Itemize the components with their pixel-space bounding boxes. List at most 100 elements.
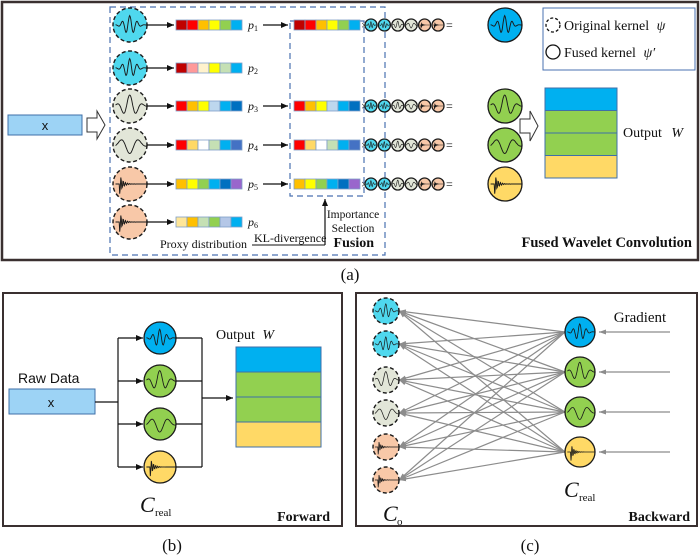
gradient-connection xyxy=(398,444,566,453)
kernel-circle xyxy=(143,364,177,398)
fused-kernel-icon xyxy=(487,127,523,163)
bar-cell xyxy=(293,19,306,31)
bar-cell xyxy=(208,100,221,112)
bar-cell xyxy=(315,178,328,190)
mini-kernel-icon xyxy=(431,99,445,113)
bar-cell xyxy=(326,139,339,151)
legend-original-symbol: ψ xyxy=(657,19,666,34)
bar-cell xyxy=(208,62,221,74)
mini-kernel-icon xyxy=(404,99,418,113)
wavelet-curve xyxy=(379,102,391,110)
wavelet-curve xyxy=(379,141,391,149)
output-layer xyxy=(235,396,322,423)
wavelet-curve xyxy=(419,142,431,149)
bar-cell xyxy=(219,62,232,74)
wavelet-curve xyxy=(146,418,177,433)
output-symbol: W xyxy=(671,126,684,141)
output-layer xyxy=(235,346,322,373)
gradient-connection xyxy=(398,331,566,481)
wavelet-curve xyxy=(115,94,148,114)
panel-c: Gradient C o C real Backward xyxy=(355,292,698,528)
creal-kernel-icon xyxy=(564,316,596,348)
raw-data-label: Raw Data xyxy=(18,370,80,386)
proxy-bar xyxy=(175,62,243,74)
bar-cell xyxy=(337,100,350,112)
mini-kernel-icon xyxy=(404,18,418,32)
bar-cell xyxy=(304,19,317,31)
gradient-connection xyxy=(398,371,566,383)
bar-cell xyxy=(348,178,361,190)
bar-cell xyxy=(175,62,188,74)
kernel-circle xyxy=(487,88,523,124)
raw-data-x-label: x xyxy=(48,395,55,410)
proxy-distribution-label: Proxy distribution xyxy=(160,237,247,251)
legend-box xyxy=(542,7,696,71)
output-layer xyxy=(544,132,618,156)
real-kernel-icon xyxy=(143,450,177,484)
wavelet-curve xyxy=(374,303,399,318)
wavelet-curve xyxy=(419,181,431,188)
real-kernel-icon xyxy=(143,364,177,398)
bar-cell xyxy=(337,139,350,151)
selected-bar xyxy=(293,19,361,31)
output-w-stack xyxy=(544,87,618,179)
co-sub: o xyxy=(397,516,403,528)
mini-kernel-icon xyxy=(364,18,378,32)
wavelet-curve xyxy=(365,102,377,110)
output-layer xyxy=(544,87,618,111)
gradient-connection xyxy=(398,331,566,381)
wavelet-curve xyxy=(432,103,444,110)
legend-original-kernel-icon xyxy=(545,17,561,33)
gradient-connection xyxy=(398,451,566,482)
bar-cell xyxy=(326,19,339,31)
importance-label-2: Selection xyxy=(332,223,375,235)
wavelet-curve xyxy=(379,21,391,29)
gradient-connection xyxy=(398,410,566,416)
b-output-w-stack xyxy=(235,346,322,448)
bar-cell xyxy=(186,178,199,190)
wavelet-curve xyxy=(374,371,400,386)
proxy-label-sub: 5 xyxy=(254,183,258,192)
fusion-box xyxy=(109,6,386,256)
gradient-connection xyxy=(398,331,566,414)
mini-kernel-icon xyxy=(417,99,432,113)
wavelet-curve xyxy=(405,142,418,149)
bar-cell xyxy=(175,178,188,190)
mini-kernel-icon xyxy=(364,177,378,191)
original-kernel-icon xyxy=(112,127,148,163)
bar-cell xyxy=(230,216,243,228)
c-real-sub-b: real xyxy=(155,507,171,519)
original-kernel-icon xyxy=(112,7,148,43)
gradient-connection xyxy=(398,310,566,413)
bar-cell xyxy=(230,19,243,31)
wavelet-curve xyxy=(490,177,522,194)
wavelet-curve xyxy=(490,94,523,114)
kernel-circle xyxy=(404,138,418,152)
selected-bars: ×=×=×=×= xyxy=(263,18,453,191)
gradient-connection xyxy=(398,411,566,449)
caption-c: (c) xyxy=(521,536,540,555)
mini-kernel-icon xyxy=(391,99,405,113)
gradient-connection xyxy=(398,379,566,453)
output-layer xyxy=(235,371,322,398)
wavelet-curve xyxy=(146,328,176,346)
wavelet-curve xyxy=(432,181,444,188)
mini-kernel-icon xyxy=(431,177,445,191)
proxy-label-sub: 3 xyxy=(254,105,258,114)
bar-cell xyxy=(304,178,317,190)
input-x-box xyxy=(7,114,83,136)
bar-cell xyxy=(219,19,232,31)
proxy-bar xyxy=(175,19,243,31)
bar-cell xyxy=(186,62,199,74)
bar-cell xyxy=(219,100,232,112)
c-real-symbol-c: C xyxy=(564,477,579,502)
bar-cell xyxy=(337,178,350,190)
gradient-connections xyxy=(398,309,566,482)
mini-kernel-icon xyxy=(391,18,405,32)
wavelet-curve xyxy=(392,179,404,188)
wavelet-curve xyxy=(490,139,522,155)
bar-cell xyxy=(197,100,210,112)
mini-kernel-icon xyxy=(377,177,392,191)
wavelet-curve xyxy=(490,14,522,34)
